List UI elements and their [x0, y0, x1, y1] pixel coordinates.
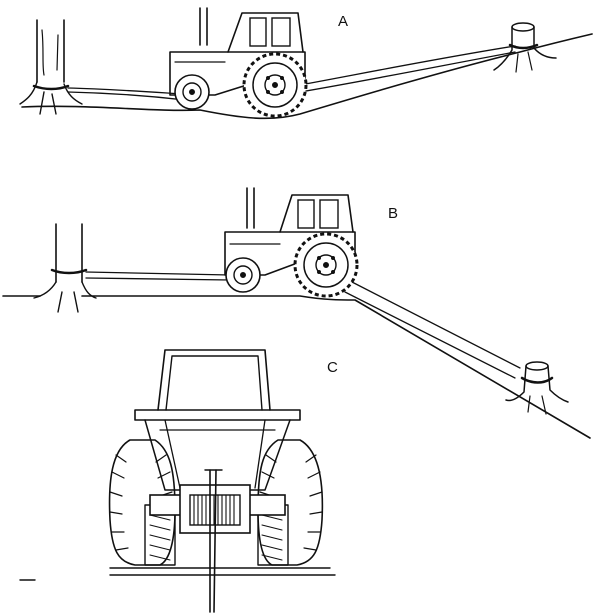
panel-label-a: A — [338, 13, 348, 30]
panel-a: A — [19, 7, 593, 120]
panel-b: B — [2, 187, 591, 439]
tractor-a — [169, 7, 308, 118]
tree-stump-right-a — [493, 22, 557, 73]
tree-stump-right-b — [505, 361, 569, 415]
panel-c: C — [19, 349, 338, 613]
panel-label-b: B — [388, 205, 398, 222]
tree-stump-left-a — [19, 19, 83, 115]
panel-label-c: C — [327, 359, 338, 376]
tractor-rear-view-c — [108, 349, 324, 613]
tree-stump-left-b — [33, 223, 97, 313]
tractor-b — [224, 187, 359, 298]
